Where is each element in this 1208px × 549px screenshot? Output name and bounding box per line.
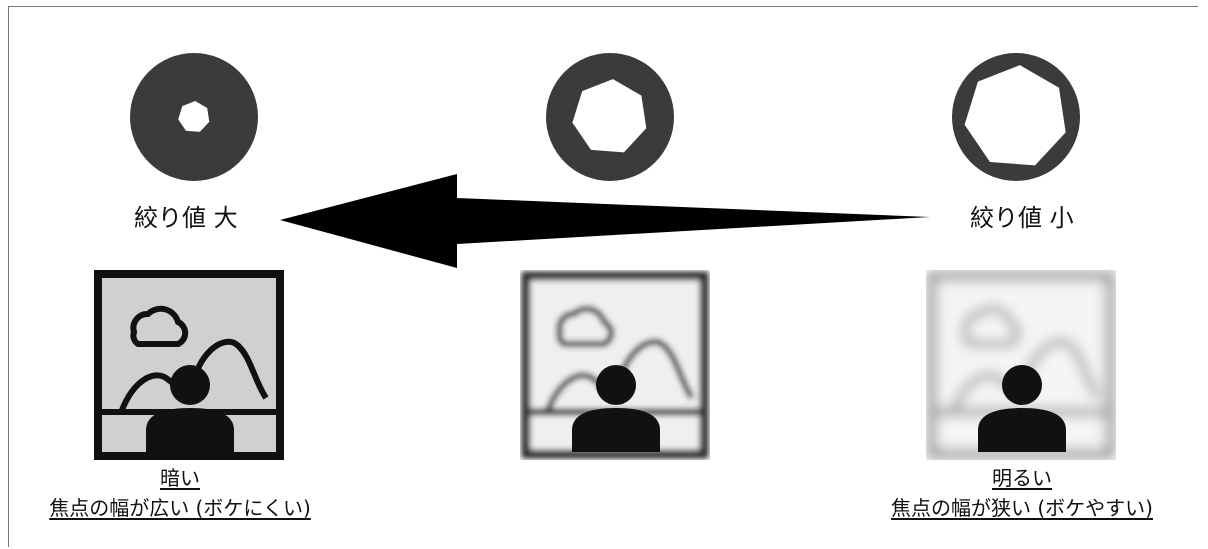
left-caption-line1: 暗い (40, 463, 320, 493)
sharp-photo-icon (94, 270, 284, 460)
slightly-blurred-photo-icon (520, 270, 710, 460)
right-caption: 明るい 焦点の幅が狭い (ボケやすい) (872, 463, 1172, 523)
right-caption-line2: 焦点の幅が狭い (ボケやすい) (872, 493, 1172, 523)
small-fnumber-label: 絞り値 小 (970, 198, 1074, 233)
left-caption: 暗い 焦点の幅が広い (ボケにくい) (40, 463, 320, 523)
aperture-open-icon (946, 52, 1086, 182)
arrow-left-icon (270, 170, 935, 275)
aperture-closed-icon (124, 52, 264, 182)
large-fnumber-label: 絞り値 大 (134, 198, 238, 233)
blurred-photo-icon (926, 270, 1116, 460)
left-caption-line2: 焦点の幅が広い (ボケにくい) (40, 493, 320, 523)
aperture-medium-icon (540, 52, 680, 182)
right-caption-line1: 明るい (872, 463, 1172, 493)
